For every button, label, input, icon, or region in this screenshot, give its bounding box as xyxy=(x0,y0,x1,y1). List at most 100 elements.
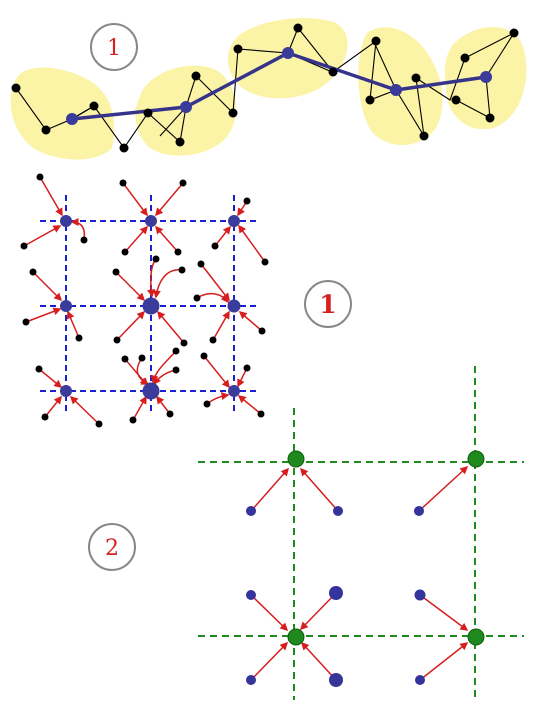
arrow xyxy=(157,310,185,344)
fine-node xyxy=(203,400,211,408)
arrow xyxy=(214,225,231,247)
coarse-node xyxy=(60,300,72,312)
arrow xyxy=(38,368,63,388)
fine-blue-nodes xyxy=(246,506,426,687)
fine-node xyxy=(209,336,217,344)
coarse-node xyxy=(467,450,485,468)
fine-node xyxy=(451,95,461,105)
fine-node xyxy=(197,260,205,268)
fine-node xyxy=(119,179,127,187)
coarse-node xyxy=(282,47,294,59)
fine-node xyxy=(509,28,519,38)
label-circle-top: 1 xyxy=(90,23,138,71)
arrow xyxy=(418,465,469,512)
fine-node xyxy=(121,248,129,256)
arrow xyxy=(115,271,146,302)
fine-node xyxy=(36,173,44,181)
fine-node xyxy=(414,589,426,601)
label-top: 1 xyxy=(107,36,121,61)
fine-node xyxy=(95,420,103,428)
fine-node xyxy=(89,101,99,111)
arrow xyxy=(150,350,177,384)
fine-node xyxy=(233,44,243,54)
fine-node xyxy=(411,73,421,83)
aggregate-blob xyxy=(10,67,115,160)
fine-node xyxy=(80,236,88,244)
coarse-nodes xyxy=(66,47,492,125)
interpolation-panel: 1 xyxy=(20,173,352,428)
fine-node xyxy=(261,258,269,266)
fine-node xyxy=(121,355,129,363)
fine-node xyxy=(228,108,238,118)
fine-node xyxy=(485,113,495,123)
arrow xyxy=(66,310,80,339)
fine-node xyxy=(112,268,120,276)
label-circle-bottom: 2 xyxy=(88,523,136,571)
coarse-node xyxy=(287,628,305,646)
red-arrows-bottom xyxy=(250,465,469,681)
fine-node xyxy=(179,179,187,187)
fine-node xyxy=(11,83,21,93)
coarse-node xyxy=(390,84,402,96)
coarse-node xyxy=(60,385,72,397)
arrow xyxy=(124,225,148,253)
arrow xyxy=(132,395,147,421)
fine-node xyxy=(333,506,343,516)
fine-node xyxy=(293,23,303,33)
arrow xyxy=(299,592,337,631)
coarse-green-nodes xyxy=(287,450,485,646)
coarse-node xyxy=(228,385,240,397)
arrow xyxy=(419,642,469,681)
arrow xyxy=(116,310,146,341)
fine-node xyxy=(246,590,256,600)
fine-node xyxy=(193,294,201,302)
arrow xyxy=(69,395,100,425)
coarse-node xyxy=(480,71,492,83)
fine-node xyxy=(246,675,256,685)
fine-node xyxy=(414,506,424,516)
arrow xyxy=(419,594,469,631)
fine-node xyxy=(365,95,375,105)
arrow xyxy=(250,641,289,681)
coarse-node xyxy=(228,215,240,227)
arrow xyxy=(300,641,337,681)
fine-node xyxy=(35,365,43,373)
coarse-node xyxy=(287,450,305,468)
fine-node xyxy=(243,197,251,205)
fine-node xyxy=(113,336,121,344)
arrow xyxy=(300,467,339,512)
arrow xyxy=(250,467,289,512)
fine-node xyxy=(119,143,129,153)
arrow xyxy=(155,182,184,217)
arrow xyxy=(250,594,289,632)
arrow xyxy=(44,395,62,418)
fine-node xyxy=(243,364,251,372)
fine-node xyxy=(329,586,343,600)
coarse-grid-nodes xyxy=(60,215,241,400)
fine-node xyxy=(191,71,201,81)
fine-node xyxy=(41,413,49,421)
fine-node xyxy=(172,347,180,355)
fine-node xyxy=(328,67,338,77)
fine-nodes-grid xyxy=(20,173,269,428)
red-arrows xyxy=(23,176,266,425)
fine-node xyxy=(152,255,160,263)
arrow xyxy=(152,269,183,299)
fine-node xyxy=(371,36,381,46)
arrow xyxy=(200,263,230,302)
coarse-node xyxy=(142,382,160,400)
arrow xyxy=(238,311,263,332)
fine-node xyxy=(460,53,470,63)
fine-node xyxy=(20,242,28,250)
fine-node xyxy=(415,675,425,685)
fine-node xyxy=(211,242,219,250)
aggregation-panel: 1 xyxy=(10,18,527,160)
coarse-node xyxy=(180,101,192,113)
fine-node xyxy=(75,334,83,342)
fine-node xyxy=(166,410,174,418)
arrow xyxy=(237,395,262,415)
coarse-node xyxy=(467,628,485,646)
arrow xyxy=(203,355,230,389)
fine-node xyxy=(129,416,137,424)
